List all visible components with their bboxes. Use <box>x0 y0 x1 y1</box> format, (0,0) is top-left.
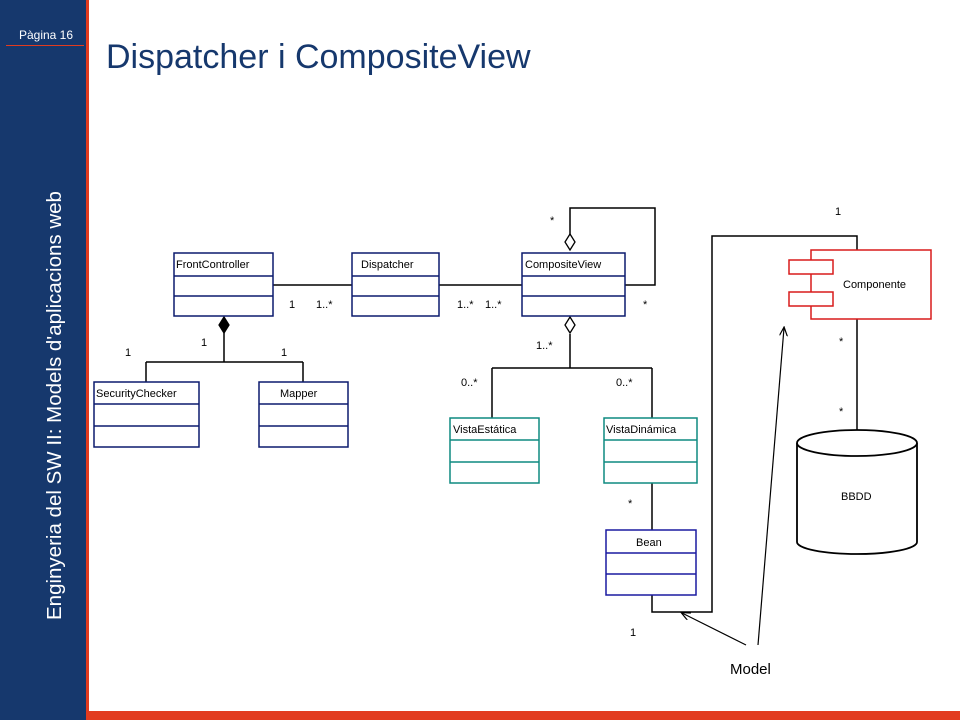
mult-bean-bottom: 1 <box>630 627 636 639</box>
aggregation-diamond-cv-bottom <box>564 315 576 335</box>
mult-fc-dispatcher-right: 1..* <box>316 299 333 311</box>
mult-bean: * <box>628 498 633 510</box>
class-mapper: Mapper <box>258 381 349 448</box>
class-bean: Bean <box>605 529 697 596</box>
mult-dispatcher-cv-right: 1..* <box>485 299 502 311</box>
class-name: VistaEstática <box>453 424 517 436</box>
mult-cv-right: * <box>643 299 648 311</box>
class-dispatcher: Dispatcher <box>351 252 440 317</box>
component-name: Componente <box>843 279 906 291</box>
model-annotation-arrows <box>682 328 784 646</box>
cv-self-loop <box>569 207 656 286</box>
mult-cv-self: * <box>550 215 555 227</box>
bean-componente-line <box>651 235 858 613</box>
mult-bbdd-top: * <box>839 406 844 418</box>
mult-dispatcher-cv-left: 1..* <box>457 299 474 311</box>
mult-componente-top: 1 <box>835 206 841 218</box>
class-name: Bean <box>636 537 662 549</box>
class-vista-dinamica: VistaDinámica <box>603 417 698 484</box>
mult-cv-children: 1..* <box>536 340 553 352</box>
class-name: FrontController <box>176 259 250 271</box>
class-name: CompositeView <box>525 259 601 271</box>
component-port-bottom <box>788 291 834 307</box>
sidebar-accent-line <box>86 0 89 720</box>
class-name: SecurityChecker <box>96 388 177 400</box>
mult-fc-mapper: 1 <box>281 347 287 359</box>
database-bbdd: BBDD <box>796 429 918 555</box>
aggregation-diamond-cv-top <box>564 232 576 252</box>
slide-title: Dispatcher i CompositeView <box>106 38 531 76</box>
mult-fc-security: 1 <box>125 347 131 359</box>
class-name: Dispatcher <box>361 259 414 271</box>
mult-vista-estatica: 0..* <box>461 377 478 389</box>
page-number-divider <box>6 45 84 46</box>
model-annotation-label: Model <box>730 661 771 678</box>
model-arrow-bean <box>682 613 747 646</box>
class-security-checker: SecurityChecker <box>93 381 200 448</box>
composition-diamond-fc <box>218 315 230 335</box>
class-name: VistaDinámica <box>606 424 677 436</box>
association-lines <box>145 207 858 613</box>
mult-fc-composition: 1 <box>201 337 207 349</box>
sidebar <box>0 0 86 720</box>
model-arrow-componente <box>757 328 784 646</box>
component-componente: Componente <box>788 249 932 320</box>
mult-componente-bottom: * <box>839 336 844 348</box>
database-name: BBDD <box>841 491 872 503</box>
page-number: Pàgina 16 <box>18 28 74 42</box>
mult-vista-dinamica: 0..* <box>616 377 633 389</box>
component-port-top <box>788 259 834 275</box>
mult-fc-dispatcher-left: 1 <box>289 299 295 311</box>
bottom-accent-line <box>86 711 960 720</box>
class-vista-estatica: VistaEstática <box>449 417 540 484</box>
class-name: Mapper <box>280 388 318 400</box>
class-composite-view: CompositeView <box>521 252 626 317</box>
multiplicity-labels: 1 1..* 1..* 1..* * * 1..* 1 1 1 0..* 0..… <box>125 206 844 639</box>
class-front-controller: FrontController <box>173 252 274 317</box>
